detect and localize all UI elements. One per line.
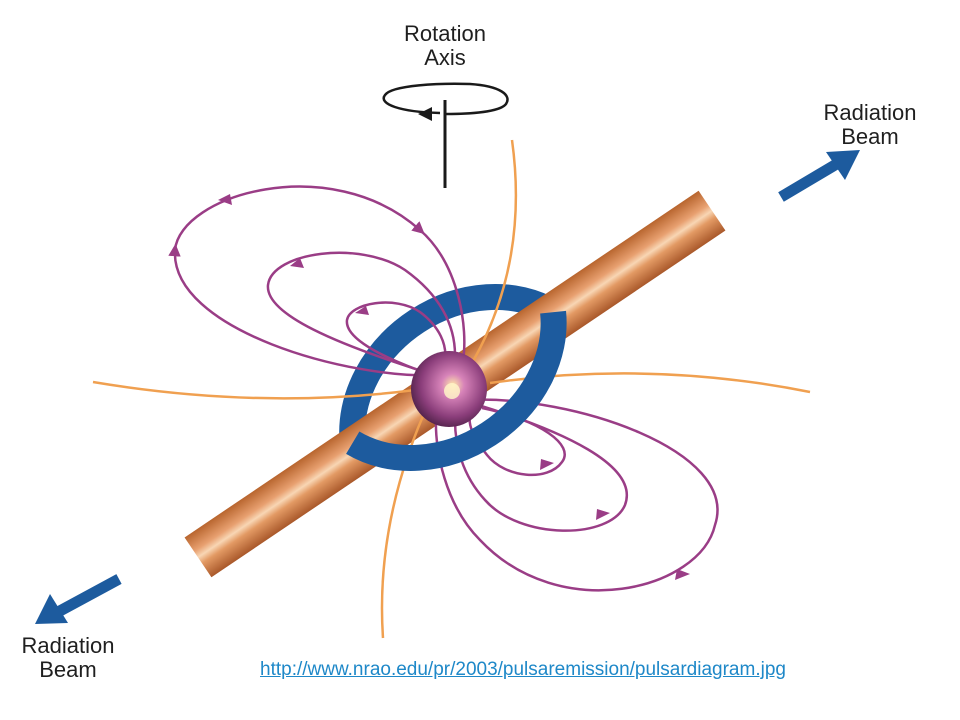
magnetic-field-lines — [168, 185, 719, 592]
ring-back — [339, 283, 560, 445]
radiation-beam-label-top-line1: Radiation — [823, 100, 917, 125]
source-url-link[interactable]: http://www.nrao.edu/pr/2003/pulsaremissi… — [260, 659, 786, 680]
beam-arrow-bottom-left — [35, 574, 122, 624]
radiation-beam-label-top-line2: Beam — [841, 124, 899, 149]
radiation-beam-label-top: Radiation Beam — [790, 101, 950, 149]
radiation-beam-label-bottom-line1: Radiation — [21, 633, 115, 658]
radiation-beam-label-bottom: Radiation Beam — [0, 634, 136, 682]
radiation-beam-label-bottom-line2: Beam — [39, 657, 97, 682]
rotation-axis-label-line1: Rotation — [404, 21, 486, 46]
beam-arrow-top-right — [778, 150, 860, 202]
ring-front — [346, 310, 567, 471]
rotation-axis-label-line2: Axis — [424, 45, 466, 70]
star-core-glow — [444, 383, 460, 399]
rotation-axis — [382, 82, 509, 188]
rotation-axis-label: Rotation Axis — [370, 22, 520, 70]
